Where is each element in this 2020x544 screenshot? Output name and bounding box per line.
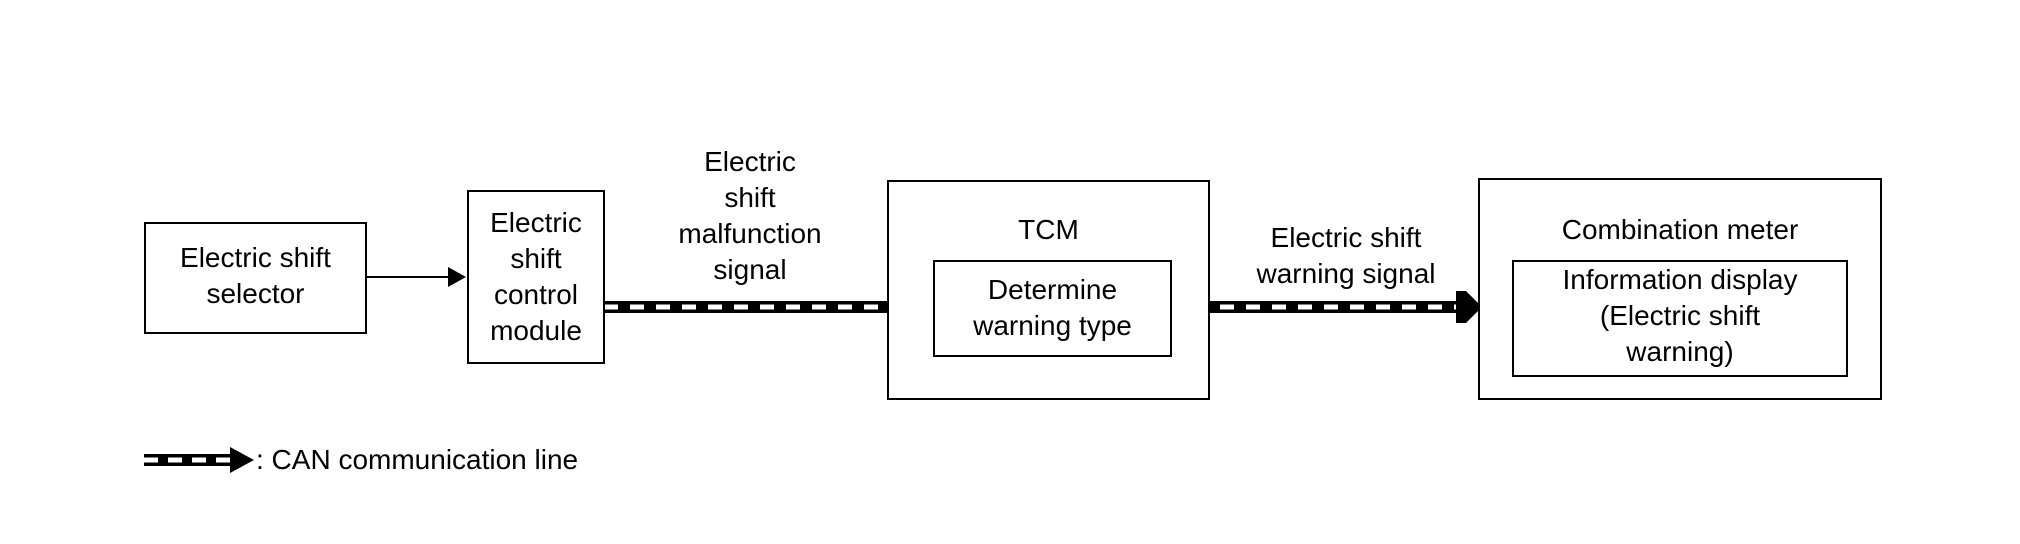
legend-can-arrow xyxy=(144,447,254,473)
information-display-box: Information display (Electric shift warn… xyxy=(1512,260,1848,377)
determine-box: Determine warning type xyxy=(933,260,1172,357)
combination-meter-label: Combination meter xyxy=(1561,214,1799,245)
control-module-label: Electric shift control module xyxy=(490,207,582,346)
selector-box: Electric shift selector xyxy=(144,222,367,334)
warning-signal-label: Electric shift warning signal xyxy=(1256,222,1436,289)
selector-to-module-arrow xyxy=(367,267,466,287)
information-display-label: Information display (Electric shift warn… xyxy=(1562,264,1798,367)
can-line-tcm-to-meter xyxy=(1168,291,1482,323)
determine-label: Determine warning type xyxy=(973,274,1132,341)
malfunction-signal-label: Electric shift malfunction signal xyxy=(678,146,822,285)
legend-text: : CAN communication line xyxy=(256,444,579,475)
control-module-box: Electric shift control module xyxy=(467,190,605,364)
selector-label: Electric shift selector xyxy=(180,242,331,309)
tcm-label: TCM xyxy=(1018,214,1079,245)
